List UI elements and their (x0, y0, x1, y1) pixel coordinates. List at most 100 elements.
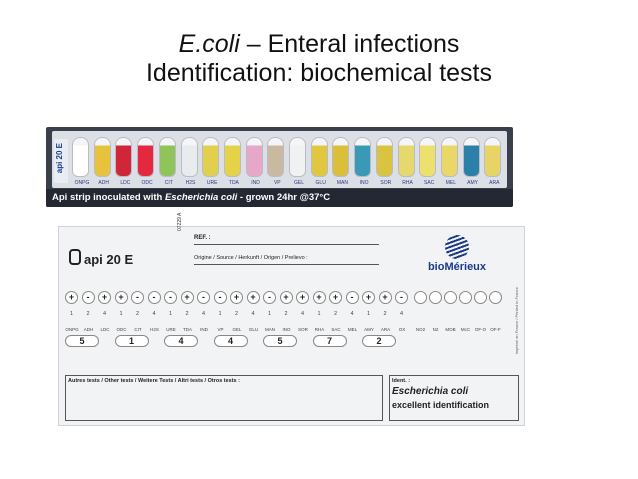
cupule: GEL (289, 137, 306, 186)
test-name: MAN (265, 327, 275, 332)
extra-test-name: MOB (445, 327, 456, 332)
cupule: SAC (419, 137, 437, 186)
result-sheet: 07229 A api 20 E REF. : Origine / Source… (58, 213, 525, 426)
cupule-label: MEL (445, 180, 457, 186)
group-sum: 1 (114, 335, 149, 347)
result-sign: + (329, 291, 342, 304)
cupule: CIT (158, 137, 176, 186)
test-name: RHA (314, 327, 325, 332)
result-sign: + (312, 291, 326, 304)
test-name: VP (217, 327, 224, 332)
weight-number: 2 (86, 311, 90, 317)
weight-number: 2 (284, 311, 288, 317)
cupule: LDC (115, 137, 133, 186)
weight-number: 2 (185, 311, 189, 317)
cupule-label: SOR (380, 180, 392, 186)
cupule: RHA (397, 137, 415, 186)
result-sign: + (114, 291, 128, 304)
ref-label: REF. : (194, 235, 211, 241)
extra-test-circle (488, 291, 502, 304)
other-tests-label: Autres tests / Other tests / Weitere Tes… (68, 378, 240, 384)
weight-number: 1 (168, 311, 173, 317)
weight-number: 1 (69, 311, 74, 317)
test-name: GEL (232, 327, 242, 332)
test-name: IND (200, 327, 208, 332)
result-sign: + (378, 291, 392, 304)
result-sign: - (131, 291, 144, 304)
test-name: GLU (248, 327, 259, 332)
cupule: IND (245, 137, 263, 186)
weight-number: 1 (267, 311, 272, 317)
ident-organism: Escherichia coli (392, 386, 469, 397)
weight-number: 2 (333, 311, 338, 317)
result-sign: + (296, 291, 309, 304)
result-sign: + (230, 291, 243, 304)
weight-number: 4 (251, 311, 255, 317)
sheet-ref-code: 07229 A (177, 212, 183, 231)
cupule-label: INO (359, 180, 369, 186)
group-sum: 2 (362, 335, 396, 347)
extra-test-name: McC (460, 327, 471, 332)
strip-brand-text: api 20 E (55, 143, 64, 174)
sheet-logo: api 20 E (69, 249, 133, 267)
weight-number: 4 (102, 311, 107, 317)
strip-brand: api 20 E (54, 139, 68, 183)
result-sign: + (65, 291, 78, 304)
cupule: MEL (440, 137, 458, 186)
test-name: LDC (100, 327, 110, 332)
test-name: SOR (298, 327, 308, 332)
result-sign: - (147, 291, 161, 304)
cupule: H2S (180, 137, 198, 186)
origin-line (194, 264, 379, 265)
result-sign: + (279, 291, 293, 304)
test-name: H2S (150, 327, 159, 332)
cupule-label: ARA (489, 180, 500, 186)
cupule: VP (267, 137, 285, 186)
cupule: SOR (375, 137, 393, 186)
caption-organism: Escherichia coli (164, 192, 238, 203)
weight-number: 4 (201, 311, 206, 317)
cupule-label: MAN (336, 180, 348, 186)
api-logo-icon (69, 249, 81, 265)
cupule: ADH (93, 137, 111, 186)
weight-number: 1 (317, 311, 321, 317)
biomerieux-logo: bioMérieux (417, 235, 497, 275)
cupule-label: AMY (467, 180, 479, 186)
cupule-label: ADH (98, 180, 109, 186)
extra-test-circle (428, 291, 442, 304)
weight-number: 4 (300, 311, 305, 317)
test-name: ADH (83, 327, 94, 332)
sheet-brand: api 20 E (84, 252, 134, 267)
extra-test-circle (473, 291, 487, 304)
cupule: MAN (332, 137, 350, 186)
test-name: SAC (331, 327, 341, 332)
title-line-1: E.coli – Enteral infections (0, 30, 638, 59)
cupule: GLU (310, 137, 328, 186)
weight-number: 4 (350, 311, 354, 317)
slide-title: E.coli – Enteral infections Identificati… (0, 30, 638, 88)
cupule-label: GEL (293, 180, 304, 186)
test-name: CIT (134, 327, 142, 332)
ref-line (194, 244, 379, 245)
result-sign: - (164, 291, 177, 304)
group-sum: 5 (65, 335, 99, 347)
cupule: URE (202, 137, 220, 186)
weight-number: 4 (152, 311, 156, 317)
cupule-label: ONPG (74, 180, 90, 186)
cupule: ONPG (72, 137, 89, 186)
result-sign: - (213, 291, 227, 304)
cupule-label: ODC (141, 180, 153, 186)
test-name: INO (282, 327, 291, 332)
cupule-label: H2S (185, 180, 196, 186)
identification-box: Ident. : Escherichia coli excellent iden… (389, 375, 519, 421)
caption-suffix: - grown 24hr @37°C (237, 192, 331, 203)
cupule-label: GLU (315, 180, 326, 186)
extra-test-name: OF-O (474, 327, 487, 332)
test-name: URE (166, 327, 176, 332)
title-line-1-rest: – Enteral infections (239, 30, 460, 58)
group-sum: 5 (263, 335, 297, 347)
extra-test-circle (443, 291, 457, 304)
ident-quality: excellent identification (392, 400, 490, 410)
